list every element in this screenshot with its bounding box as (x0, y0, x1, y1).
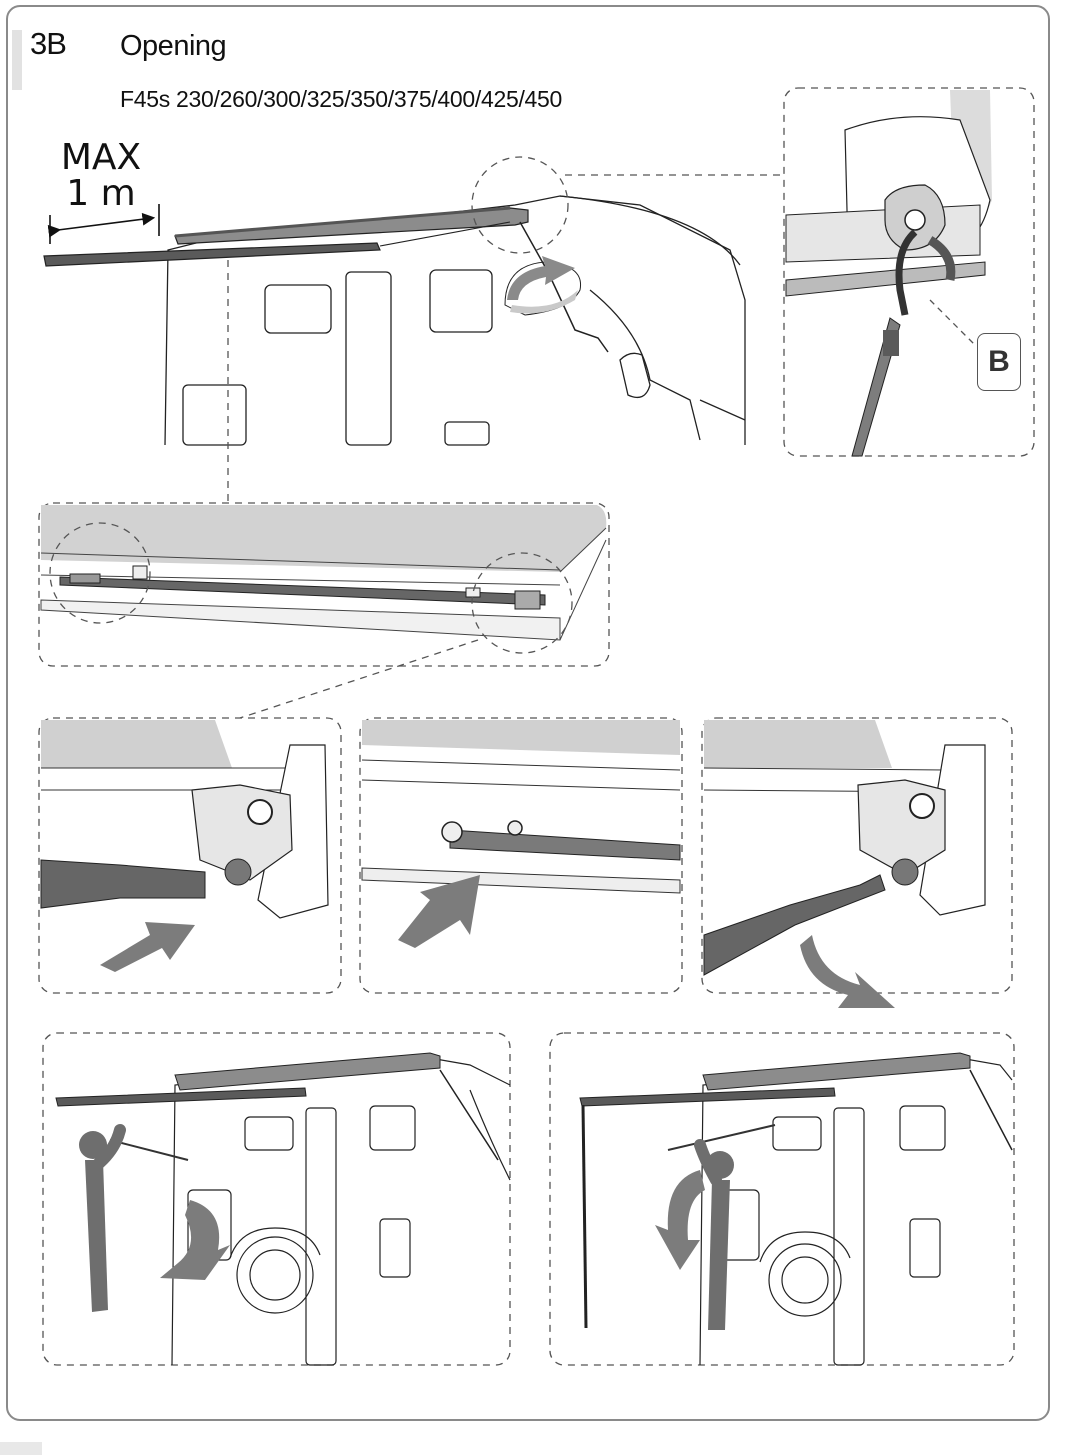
scene-pull-down (42, 1032, 511, 1366)
section-marker (12, 30, 22, 90)
camper-overview (164, 195, 746, 446)
max-extension-line2: 1 m (66, 173, 136, 214)
page-frame (6, 5, 1050, 1421)
detail-b-panel (783, 87, 1035, 457)
release-panel-2 (359, 717, 683, 994)
page-tab (0, 1442, 42, 1455)
step-number: 3B (30, 26, 67, 61)
scene-set-leg (549, 1032, 1015, 1366)
detail-circle-crank (471, 156, 569, 254)
step-title: Opening (120, 30, 227, 62)
release-panel-1 (38, 717, 342, 994)
crank-handle (519, 221, 609, 353)
detail-callout-b: B (977, 333, 1021, 391)
max-extension-line1: MAX (60, 137, 142, 178)
max-dimension (47, 204, 160, 244)
profile-panel (38, 502, 610, 719)
max-extension-label: MAX 1 m (56, 140, 146, 212)
release-panel-3 (701, 717, 1013, 1008)
model-list: F45s 230/260/300/325/350/375/400/425/450 (120, 86, 563, 112)
rotate-arrow (504, 256, 582, 316)
awning-case (43, 206, 529, 267)
